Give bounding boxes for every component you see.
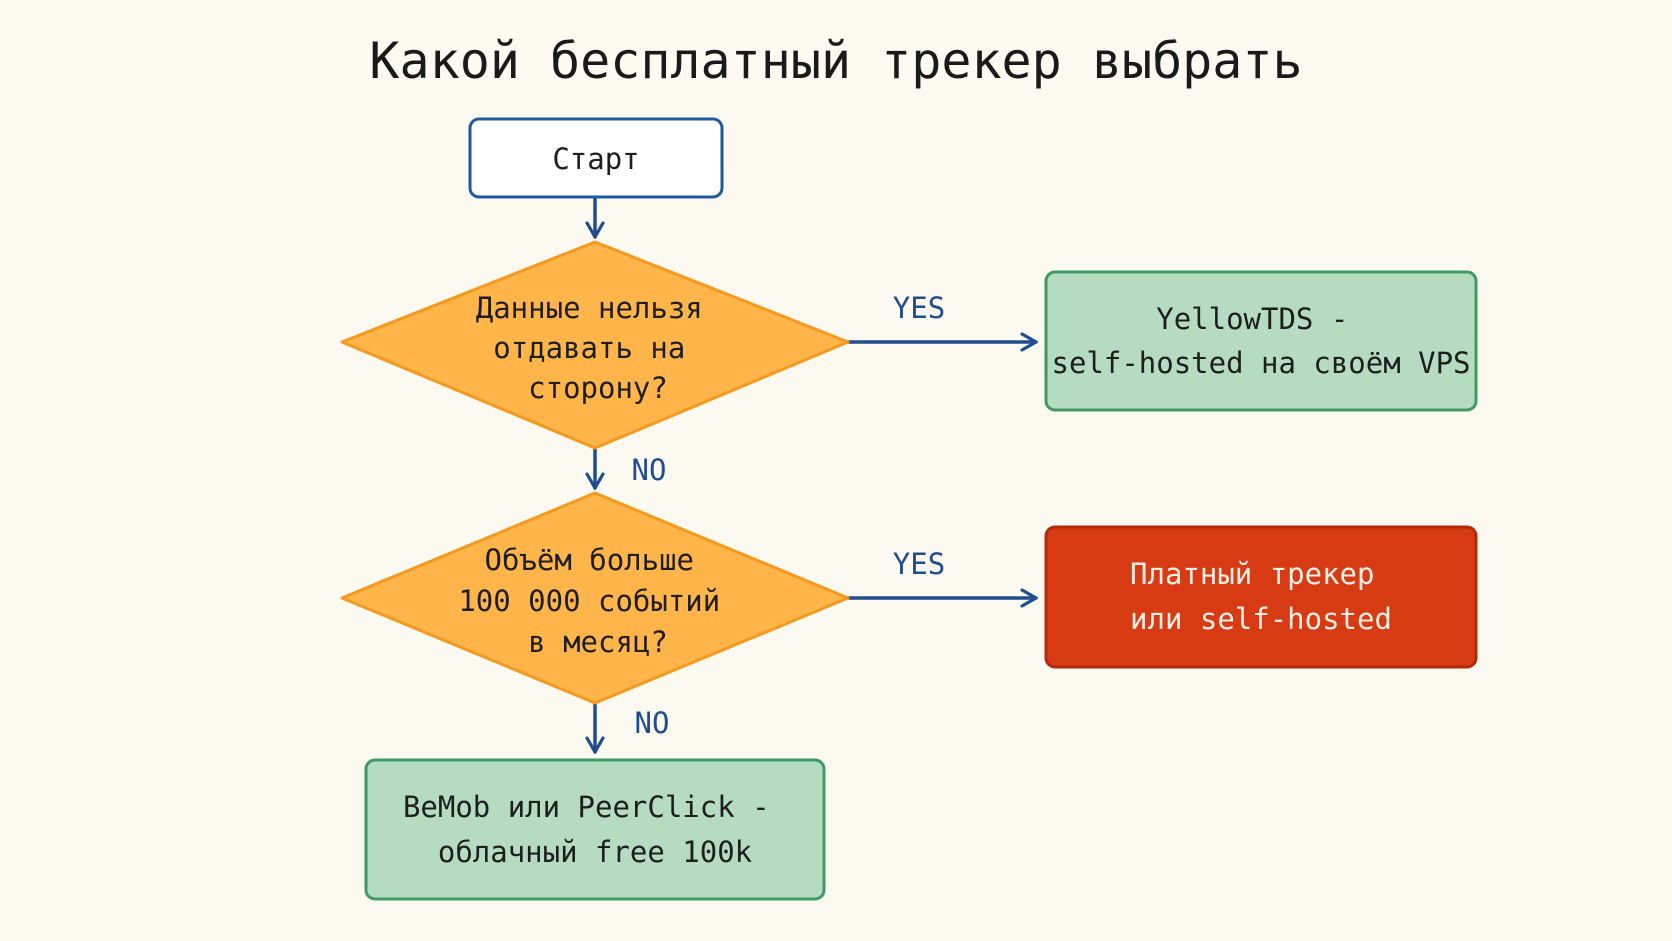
decision-data-line-1: Данные нельзя: [476, 291, 703, 325]
decision-data-diamond: [340, 240, 850, 450]
svg-text:Старт: Старт: [552, 142, 639, 176]
result-yellowtds-box: [1044, 270, 1478, 412]
svg-text:Данные нельзя отдавать н: Данные нельзя отдавать на сторону?: [476, 291, 720, 405]
result-paid-box: [1044, 525, 1478, 669]
edges: [585, 195, 1038, 754]
result-bemob-line-2: облачный free 100k: [438, 835, 753, 869]
decision-volume-line-2: 100 000 событий: [458, 584, 720, 618]
result-paid-node: Платный трекер или self-hosted: [1044, 525, 1478, 669]
result-bemob-line-1: BeMob или PeerClick -: [403, 790, 770, 824]
start-box: [468, 117, 724, 199]
result-bemob-box: [364, 758, 826, 901]
decision-data-line-2: отдавать на: [493, 331, 685, 365]
svg-text:Платный трекер или self-: Платный трекер или self-hosted: [1130, 557, 1392, 636]
decision-volume-line-1: Объём больше: [485, 543, 695, 577]
edge-label-data-yes: YES: [893, 291, 945, 325]
result-paid-line-2: или self-hosted: [1130, 602, 1392, 636]
svg-text:YellowTDS - self-hosted: YellowTDS - self-hosted на своём VPS: [1051, 302, 1470, 380]
result-yellowtds-line-2: self-hosted на своём VPS: [1051, 346, 1470, 380]
page-title: Какой бесплатный трекер выбрать: [369, 32, 1302, 90]
result-yellowtds-line-1: YellowTDS -: [1156, 302, 1348, 336]
svg-text:BeMob или PeerClick - об: BeMob или PeerClick - облачный free 100k: [403, 790, 787, 869]
result-paid-line-1: Платный трекер: [1130, 557, 1374, 591]
svg-text:Объём больше 100 000 соб: Объём больше 100 000 событий в месяц?: [458, 543, 737, 659]
start-label: Старт: [552, 142, 639, 176]
decision-data-node: Данные нельзя отдавать на сторону?: [340, 240, 850, 450]
decision-data-line-3: сторону?: [528, 371, 668, 405]
result-yellowtds-node: YellowTDS - self-hosted на своём VPS: [1044, 270, 1478, 412]
decision-volume-node: Объём больше 100 000 событий в месяц?: [340, 491, 850, 705]
decision-volume-line-3: в месяц?: [528, 625, 668, 659]
result-bemob-node: BeMob или PeerClick - облачный free 100k: [364, 758, 826, 901]
start-node: Старт: [468, 117, 724, 199]
edge-label-volume-yes: YES: [893, 547, 945, 581]
decision-volume-diamond: [340, 491, 850, 705]
edge-label-data-no: NO: [632, 453, 667, 487]
edge-label-volume-no: NO: [635, 706, 670, 740]
